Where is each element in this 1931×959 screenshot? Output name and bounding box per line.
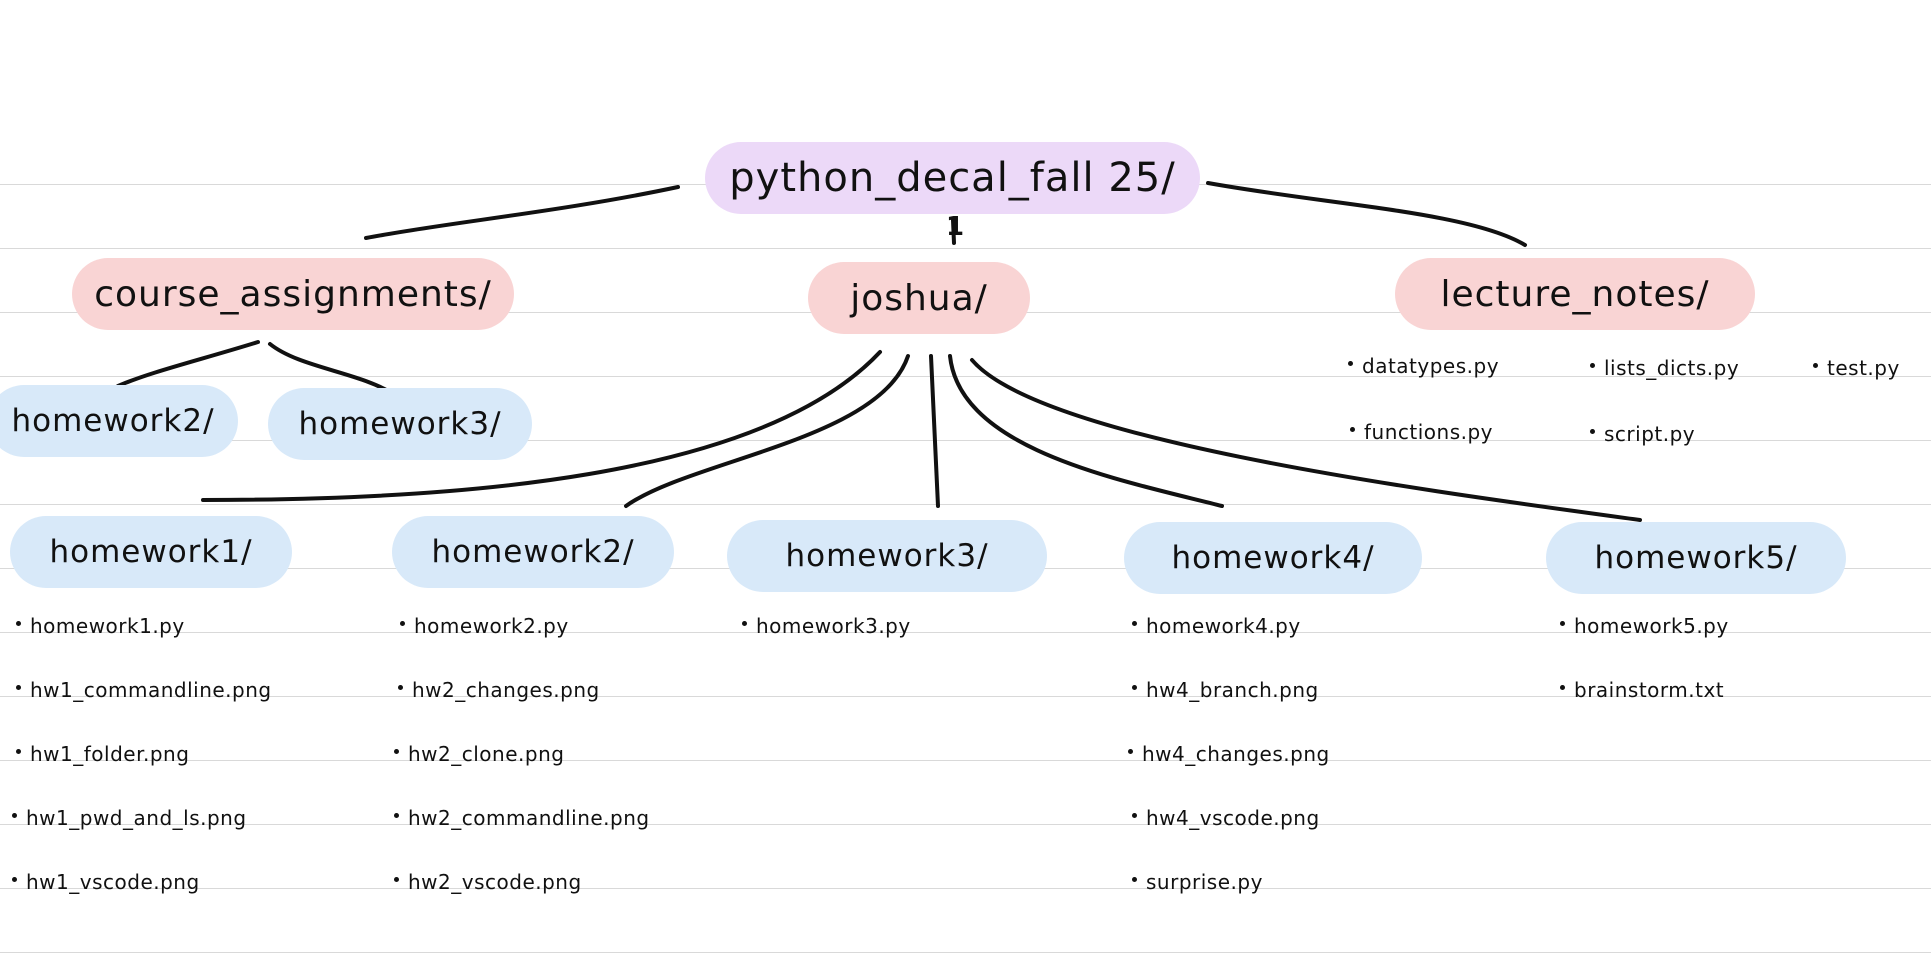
root-folder-label: python_decal_fall 25/ bbox=[729, 155, 1176, 201]
root-marker: 1 bbox=[946, 212, 965, 242]
bullet-icon bbox=[394, 877, 399, 882]
connector-root-course bbox=[364, 185, 680, 240]
bullet-icon bbox=[1132, 877, 1137, 882]
lecture-file-item: test.py bbox=[1813, 356, 1900, 380]
homework3-file-item: homework3.py bbox=[742, 614, 911, 638]
homework1-file-item: hw1_pwd_and_ls.png bbox=[12, 806, 247, 830]
joshua-homework1-label: homework1/ bbox=[49, 534, 253, 570]
connector-joshua-hw5 bbox=[970, 358, 1642, 522]
joshua-homework4-label: homework4/ bbox=[1171, 540, 1375, 576]
joshua-homework4-node: homework4/ bbox=[1124, 522, 1422, 594]
lecture-file-item: datatypes.py bbox=[1348, 354, 1499, 378]
homework4-file-item: homework4.py bbox=[1132, 614, 1301, 638]
bullet-icon bbox=[1560, 621, 1565, 626]
bullet-icon bbox=[1560, 685, 1565, 690]
homework1-file-item: hw1_folder.png bbox=[16, 742, 189, 766]
homework2-file-item: hw2_clone.png bbox=[394, 742, 564, 766]
ruled-line bbox=[0, 440, 1931, 441]
ruled-line bbox=[0, 504, 1931, 505]
bullet-icon bbox=[394, 813, 399, 818]
joshua-homework5-node: homework5/ bbox=[1546, 522, 1846, 594]
connector-joshua-hw3 bbox=[929, 354, 940, 508]
bullet-icon bbox=[1350, 427, 1355, 432]
connector-joshua-hw4 bbox=[948, 354, 1224, 508]
connector-joshua-hw1 bbox=[201, 350, 882, 502]
bullet-icon bbox=[16, 685, 21, 690]
ruled-line bbox=[0, 952, 1931, 953]
ruled-line bbox=[0, 632, 1931, 633]
joshua-node: joshua/ bbox=[808, 262, 1030, 334]
bullet-icon bbox=[1590, 363, 1595, 368]
connector-course-hw2 bbox=[116, 340, 260, 388]
bullet-icon bbox=[12, 877, 17, 882]
homework5-file-item: homework5.py bbox=[1560, 614, 1729, 638]
joshua-homework1-node: homework1/ bbox=[10, 516, 292, 588]
lecture-notes-label: lecture_notes/ bbox=[1440, 273, 1710, 315]
ruled-line bbox=[0, 248, 1931, 249]
ruled-line bbox=[0, 696, 1931, 697]
joshua-homework2-node: homework2/ bbox=[392, 516, 674, 588]
course-assignments-label: course_assignments/ bbox=[94, 273, 492, 315]
lecture-notes-node: lecture_notes/ bbox=[1395, 258, 1755, 330]
course-homework3-label: homework3/ bbox=[298, 406, 502, 442]
ruled-line bbox=[0, 376, 1931, 377]
lecture-file-item: lists_dicts.py bbox=[1590, 356, 1739, 380]
course-homework2-node: homework2/ bbox=[0, 385, 238, 457]
bullet-icon bbox=[1132, 621, 1137, 626]
bullet-icon bbox=[400, 621, 405, 626]
bullet-icon bbox=[1132, 813, 1137, 818]
bullet-icon bbox=[394, 749, 399, 754]
ruled-line bbox=[0, 824, 1931, 825]
joshua-homework3-label: homework3/ bbox=[785, 538, 989, 574]
bullet-icon bbox=[1132, 685, 1137, 690]
homework4-file-item: hw4_changes.png bbox=[1128, 742, 1330, 766]
course-homework3-node: homework3/ bbox=[268, 388, 532, 460]
ruled-line bbox=[0, 888, 1931, 889]
bullet-icon bbox=[1348, 361, 1353, 366]
connector-root-lecture bbox=[1206, 181, 1527, 247]
joshua-homework3-node: homework3/ bbox=[727, 520, 1047, 592]
bullet-icon bbox=[16, 749, 21, 754]
root-folder-node: python_decal_fall 25/ bbox=[705, 142, 1200, 214]
homework2-file-item: homework2.py bbox=[400, 614, 569, 638]
homework5-file-item: brainstorm.txt bbox=[1560, 678, 1724, 702]
homework1-file-item: homework1.py bbox=[16, 614, 185, 638]
bullet-icon bbox=[16, 621, 21, 626]
homework4-file-item: hw4_branch.png bbox=[1132, 678, 1319, 702]
homework2-file-item: hw2_commandline.png bbox=[394, 806, 650, 830]
joshua-homework2-label: homework2/ bbox=[431, 534, 635, 570]
homework2-file-item: hw2_changes.png bbox=[398, 678, 600, 702]
bullet-icon bbox=[1590, 429, 1595, 434]
joshua-homework5-label: homework5/ bbox=[1594, 540, 1798, 576]
lecture-file-item: functions.py bbox=[1350, 420, 1493, 444]
course-homework2-label: homework2/ bbox=[11, 403, 215, 439]
connector-joshua-hw2 bbox=[624, 354, 910, 508]
connector-root-joshua bbox=[951, 218, 956, 245]
bullet-icon bbox=[742, 621, 747, 626]
bullet-icon bbox=[1813, 363, 1818, 368]
bullet-icon bbox=[398, 685, 403, 690]
course-assignments-node: course_assignments/ bbox=[72, 258, 514, 330]
homework1-file-item: hw1_vscode.png bbox=[12, 870, 200, 894]
homework4-file-item: surprise.py bbox=[1132, 870, 1263, 894]
homework1-file-item: hw1_commandline.png bbox=[16, 678, 272, 702]
lecture-file-item: script.py bbox=[1590, 422, 1695, 446]
ruled-line bbox=[0, 760, 1931, 761]
bullet-icon bbox=[12, 813, 17, 818]
homework2-file-item: hw2_vscode.png bbox=[394, 870, 582, 894]
joshua-label: joshua/ bbox=[850, 277, 988, 319]
homework4-file-item: hw4_vscode.png bbox=[1132, 806, 1320, 830]
bullet-icon bbox=[1128, 749, 1133, 754]
